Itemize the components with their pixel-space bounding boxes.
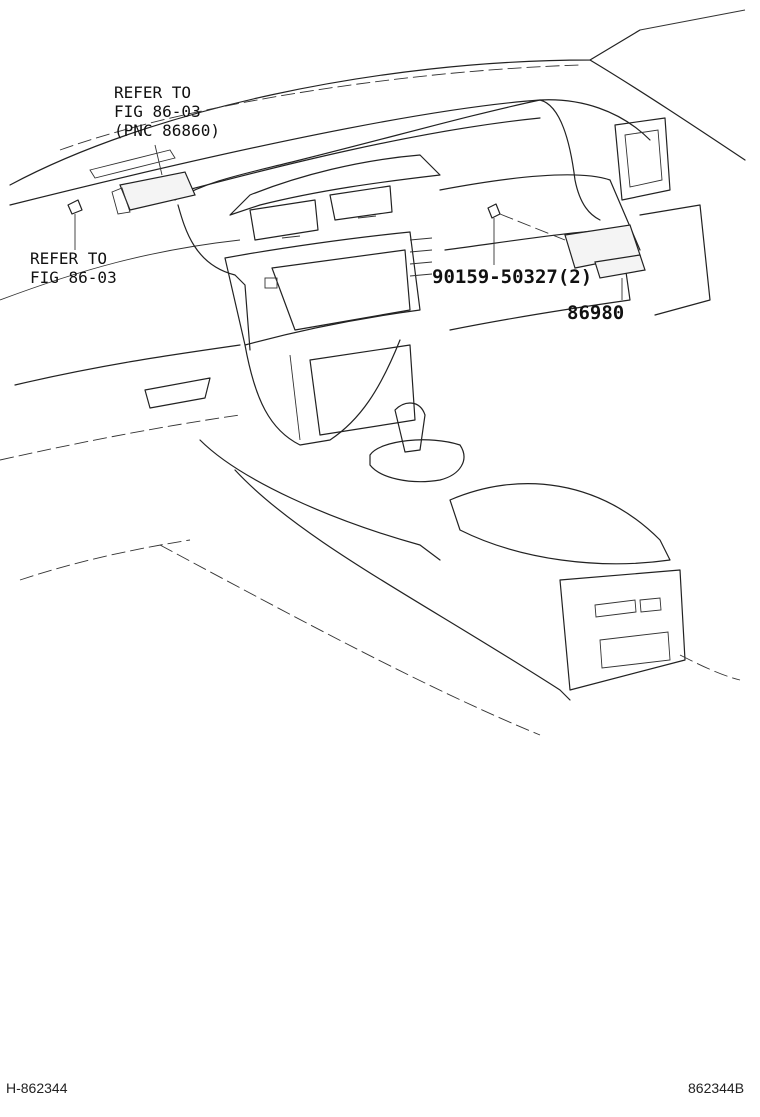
bolt bbox=[487, 203, 501, 219]
rear-outlet bbox=[599, 631, 671, 669]
right-vent bbox=[614, 117, 671, 201]
armrest bbox=[449, 483, 671, 565]
dash-right bbox=[439, 174, 641, 251]
console-side-left bbox=[199, 439, 441, 561]
console-rear bbox=[559, 569, 686, 691]
center-hood bbox=[229, 154, 441, 216]
display-buttons bbox=[409, 237, 433, 277]
rear-vent-2 bbox=[639, 597, 662, 613]
wire-harness bbox=[174, 99, 601, 221]
display-frame bbox=[224, 231, 421, 346]
control-module-connector bbox=[594, 254, 646, 279]
antenna-module-bracket bbox=[111, 187, 131, 215]
floor-ghost-2 bbox=[159, 544, 541, 736]
windshield-ghost bbox=[59, 64, 581, 151]
left-dash-ghost bbox=[0, 414, 241, 461]
callout-pnc: (PNC 86860) bbox=[114, 121, 220, 140]
clip bbox=[67, 199, 83, 215]
left-handle bbox=[144, 377, 211, 409]
dash-left-lower bbox=[14, 344, 241, 386]
callout-refer-to-upper: REFER TO bbox=[114, 83, 192, 102]
part-number-module: 86980 bbox=[567, 302, 625, 324]
antenna-module-lead bbox=[154, 144, 163, 176]
vent-right bbox=[329, 185, 393, 221]
dash-top-inner bbox=[149, 117, 541, 201]
footer-right-code: 862344B bbox=[688, 1080, 745, 1096]
defrost-left bbox=[89, 149, 176, 179]
footer-left-code: H-862344 bbox=[6, 1080, 68, 1096]
rear-vent-1 bbox=[594, 599, 637, 618]
floor-ghost-3 bbox=[679, 654, 741, 681]
display-switch bbox=[264, 277, 278, 289]
display-screen bbox=[271, 249, 411, 331]
right-panel bbox=[639, 204, 711, 316]
vent-left bbox=[249, 199, 319, 241]
bolt-axis bbox=[499, 213, 566, 241]
vent-tab-left bbox=[281, 235, 301, 239]
callout-fig-lower: FIG 86-03 bbox=[30, 268, 117, 287]
antenna-module bbox=[119, 171, 196, 211]
wire-drop bbox=[177, 204, 251, 351]
shifter bbox=[394, 402, 426, 453]
dash-top bbox=[9, 99, 651, 206]
stack-seam bbox=[289, 354, 301, 441]
callout-fig-upper: FIG 86-03 bbox=[114, 102, 201, 121]
windshield-edge bbox=[9, 29, 641, 186]
callout-refer-to-lower: REFER TO bbox=[30, 249, 108, 268]
right-pillar bbox=[589, 59, 746, 161]
right-roof bbox=[639, 9, 746, 31]
console-base bbox=[234, 469, 571, 701]
right-vent-inner bbox=[624, 129, 663, 188]
lower-panel bbox=[309, 344, 416, 436]
floor-ghost-1 bbox=[19, 539, 191, 581]
shifter-bezel bbox=[369, 439, 465, 483]
center-stack bbox=[244, 339, 401, 446]
vent-tab-right bbox=[357, 215, 377, 219]
part-number-bolt: 90159-50327(2) bbox=[432, 266, 593, 288]
dash-top-edge bbox=[0, 239, 241, 301]
